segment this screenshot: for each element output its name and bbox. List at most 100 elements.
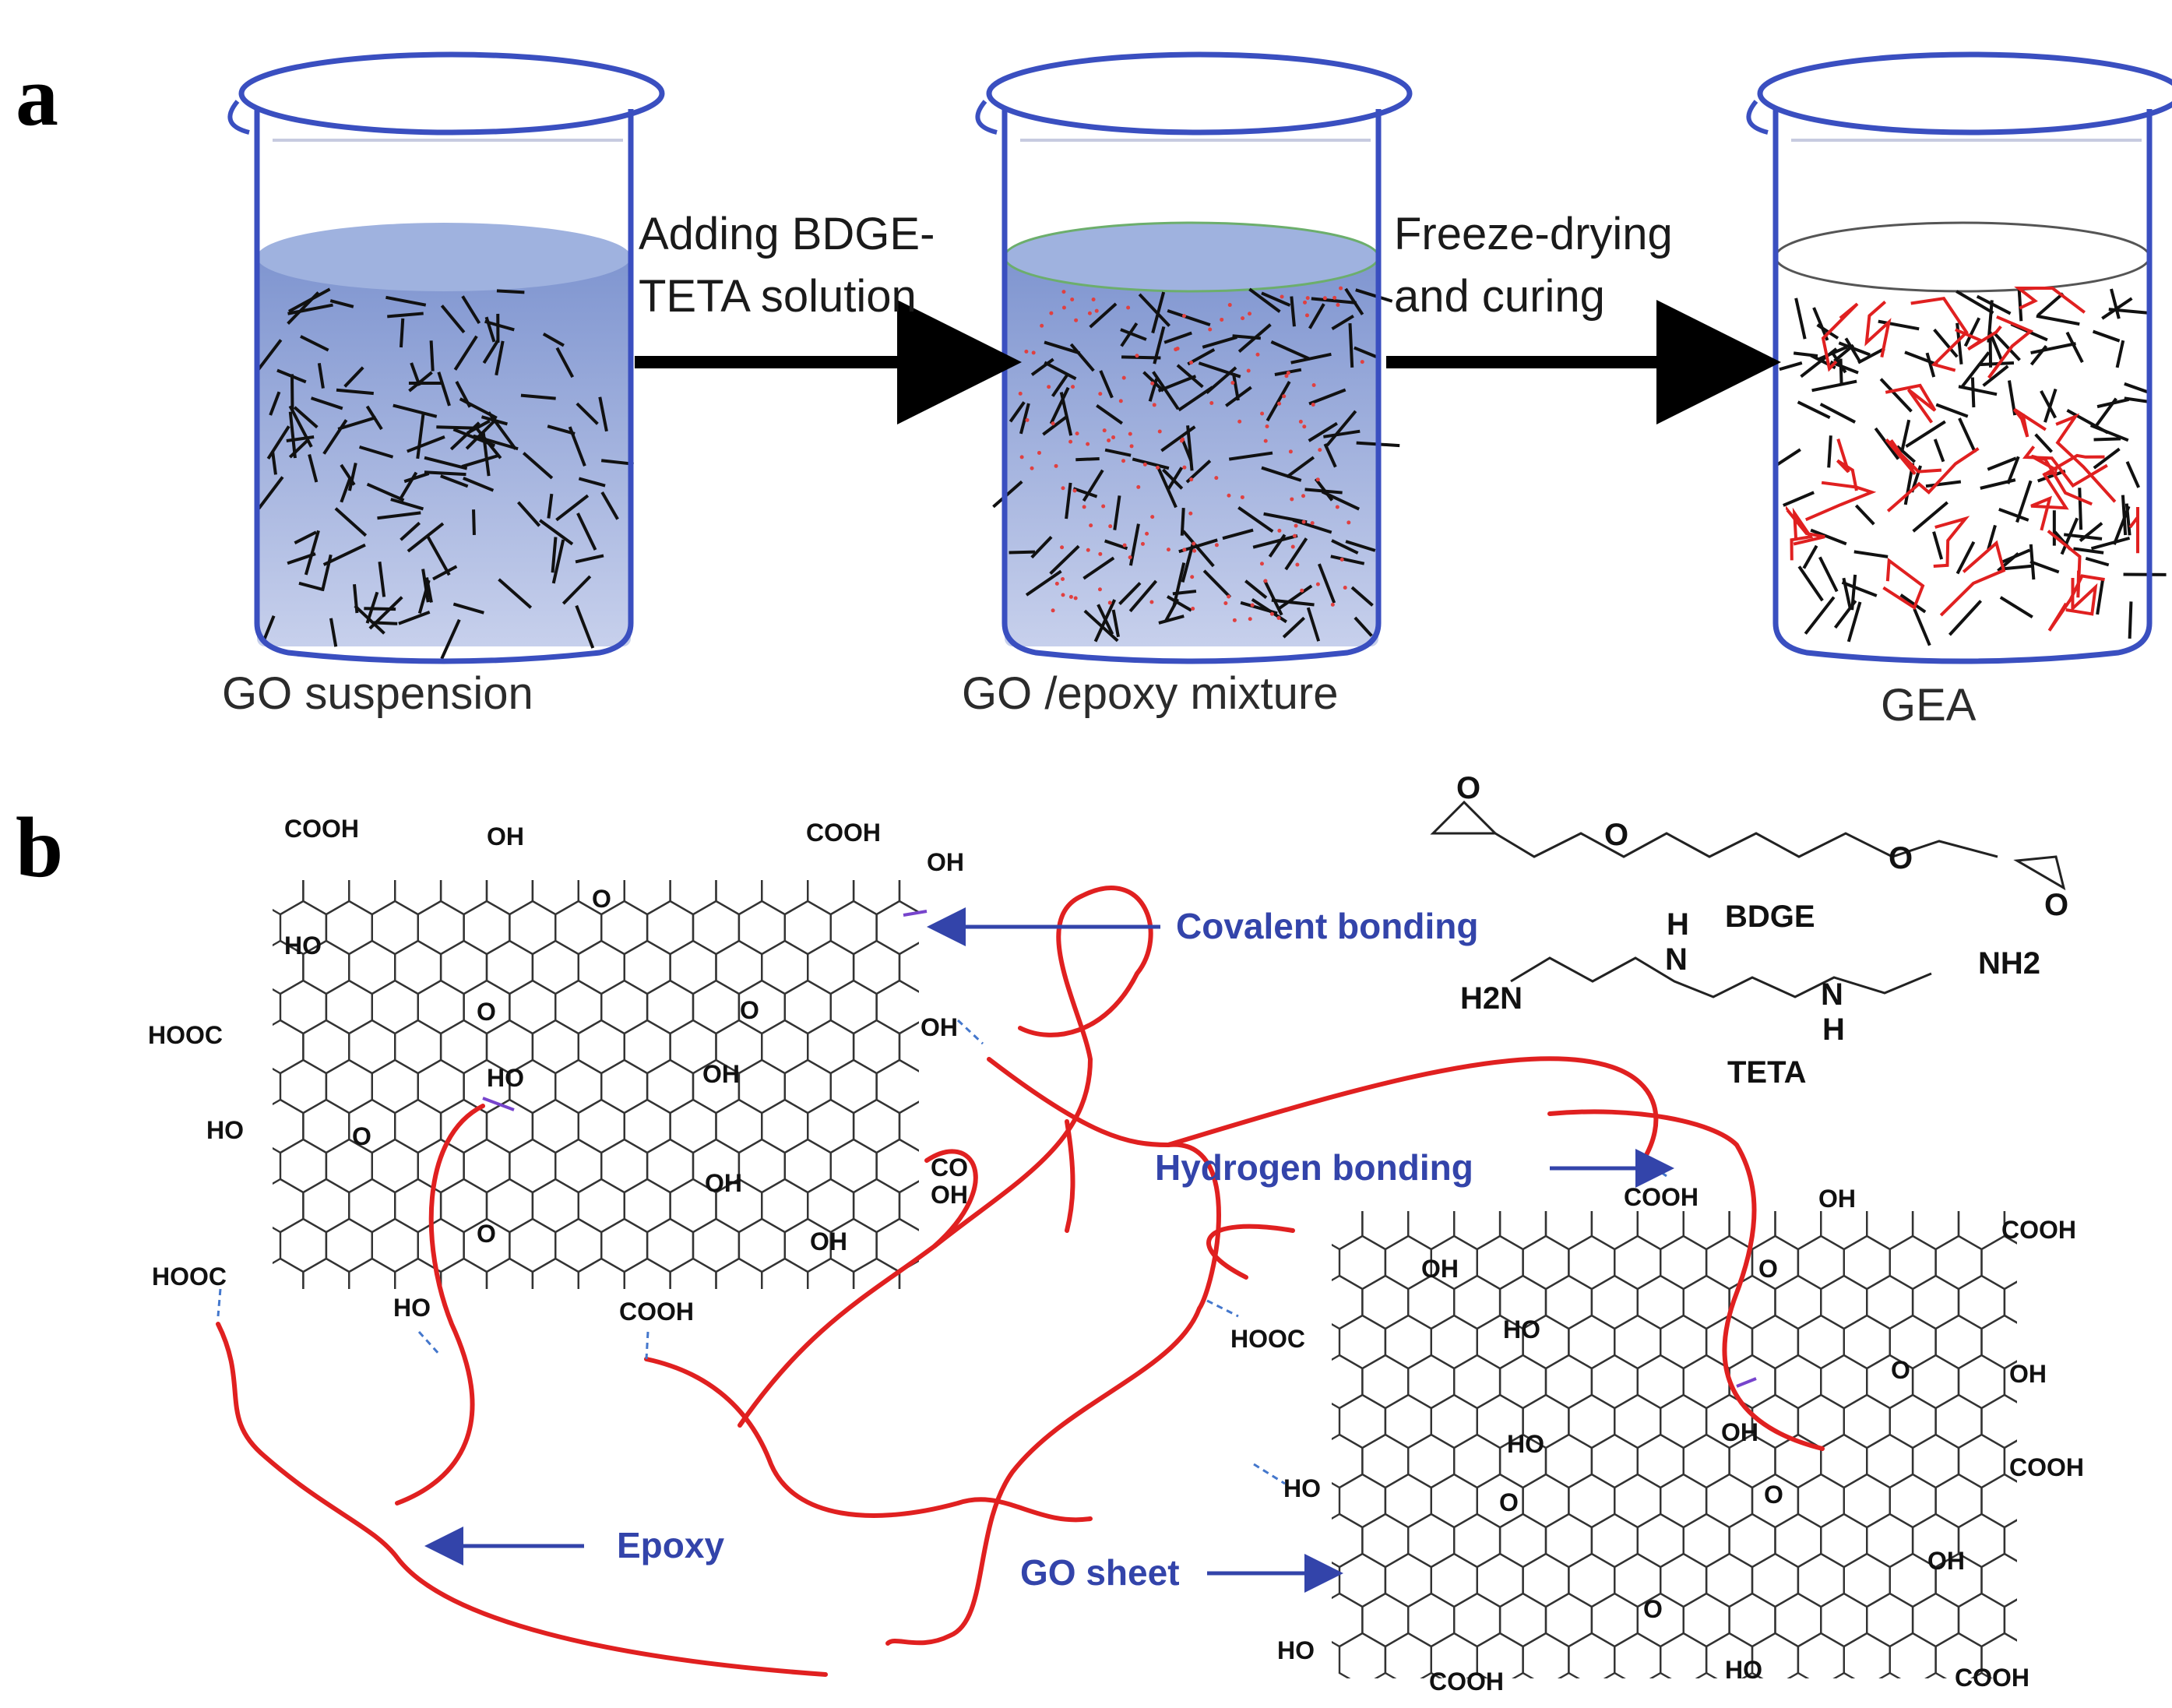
go-flake xyxy=(2065,331,2084,364)
epoxy-dot xyxy=(1214,543,1219,548)
go-flake xyxy=(334,507,368,537)
go-flake xyxy=(1261,291,1291,307)
caption-gea: GEA xyxy=(1881,680,1977,731)
go-flake xyxy=(1151,291,1166,334)
carbon-ring xyxy=(1843,1234,1891,1291)
go-flake xyxy=(1270,340,1311,361)
epoxy-strand xyxy=(1886,447,1980,512)
epoxy-strand xyxy=(1790,507,1814,561)
carbon-ring xyxy=(1911,1274,1960,1330)
go-flake xyxy=(304,530,320,576)
carbon-ring xyxy=(623,1178,671,1234)
go-flake xyxy=(498,578,533,609)
go-flake xyxy=(1345,540,1376,552)
go-flake xyxy=(1810,528,1847,546)
carbon-ring xyxy=(715,1098,763,1154)
carbon-ring xyxy=(1338,1314,1387,1370)
panel-label-a: a xyxy=(16,48,58,143)
go-flake xyxy=(1118,582,1142,605)
go-flake xyxy=(1979,361,2015,367)
go-flake xyxy=(1113,495,1121,530)
go-flake xyxy=(466,419,491,435)
carbon-ring xyxy=(692,1217,741,1273)
epoxy-dot xyxy=(1237,419,1242,424)
go-flake xyxy=(343,366,364,388)
epoxy-strand xyxy=(2047,530,2082,598)
go-flake xyxy=(1819,403,1856,424)
go-flake xyxy=(1818,556,1839,593)
epoxy-dot xyxy=(1230,381,1235,386)
carbon-ring xyxy=(1338,1393,1387,1449)
carbon-ring xyxy=(371,1058,419,1115)
go-flake xyxy=(2085,556,2110,567)
group-o: O xyxy=(477,998,496,1026)
go-flake xyxy=(2115,340,2125,368)
epoxy-dot xyxy=(1102,428,1107,433)
carbon-ring xyxy=(1774,1354,1822,1410)
carbon-ring xyxy=(348,1178,396,1234)
carbon-ring xyxy=(1361,1354,1410,1410)
go-flake xyxy=(1166,595,1192,612)
epoxy-dot xyxy=(1097,587,1102,592)
teta-structure xyxy=(1510,956,1932,998)
carbon-ring xyxy=(1361,1211,1410,1251)
go-flake xyxy=(271,451,277,475)
go-flake xyxy=(2096,398,2130,409)
group-o: O xyxy=(477,1220,496,1248)
carbon-ring xyxy=(1452,1433,1501,1489)
go-flake xyxy=(387,312,424,319)
go-flake xyxy=(1817,345,1848,361)
carbon-ring xyxy=(2003,1519,2017,1562)
carbon-ring xyxy=(1889,1473,1937,1529)
carbon-ring xyxy=(1590,1513,1639,1569)
carbon-ring xyxy=(1476,1552,1524,1608)
go-flake xyxy=(1240,600,1278,615)
go-flake xyxy=(551,537,558,573)
carbon-ring xyxy=(1820,1433,1868,1489)
carbon-ring xyxy=(875,900,919,956)
carbon-ring xyxy=(875,1058,919,1115)
carbon-ring xyxy=(417,1138,465,1194)
go-flake xyxy=(1306,607,1321,642)
epoxy-dot xyxy=(1121,375,1126,380)
carbon-ring xyxy=(761,1257,809,1289)
carbon-ring xyxy=(737,900,786,956)
carbon-ring xyxy=(1407,1592,1456,1648)
go-flake xyxy=(336,388,374,396)
epoxy-dot xyxy=(1189,477,1194,482)
epoxy-dot xyxy=(1135,354,1139,358)
go-flake xyxy=(416,414,425,460)
group-ho: HO xyxy=(284,931,322,960)
carbon-ring xyxy=(2027,1554,2073,1607)
epoxy-dot xyxy=(1227,594,1231,599)
go-flakes xyxy=(255,287,634,660)
go-flake xyxy=(424,456,468,470)
epoxy-strand xyxy=(2014,287,2086,314)
go-flake xyxy=(1132,457,1170,470)
carbon-ring xyxy=(531,1098,579,1154)
epoxy-dot xyxy=(1061,486,1065,491)
go-flake xyxy=(1905,420,1946,449)
carbon-ring xyxy=(348,1257,396,1289)
go-flake xyxy=(2110,288,2121,319)
carbon-ring xyxy=(806,1098,855,1154)
carbon-ring xyxy=(1361,1274,1410,1330)
carbon-ring xyxy=(394,1019,442,1075)
carbon-ring xyxy=(1452,1354,1501,1410)
go-flake xyxy=(390,498,424,511)
carbon-ring xyxy=(1614,1632,1662,1678)
carbon-ring xyxy=(669,880,717,916)
carbon-ring xyxy=(806,939,855,995)
go-flake xyxy=(1019,403,1030,435)
carbon-ring xyxy=(829,979,878,1035)
carbon-ring xyxy=(417,1217,465,1273)
go-flake xyxy=(1030,535,1053,559)
carbon-ring xyxy=(1476,1234,1524,1291)
go-flake xyxy=(300,335,329,352)
epoxy-dot xyxy=(1318,448,1322,453)
epoxy-dot xyxy=(1128,555,1132,560)
go-flake xyxy=(288,438,309,459)
go-flake xyxy=(337,416,377,431)
go-flake xyxy=(1162,468,1184,490)
label-covalent-bonding: Covalent bonding xyxy=(1176,906,1478,946)
